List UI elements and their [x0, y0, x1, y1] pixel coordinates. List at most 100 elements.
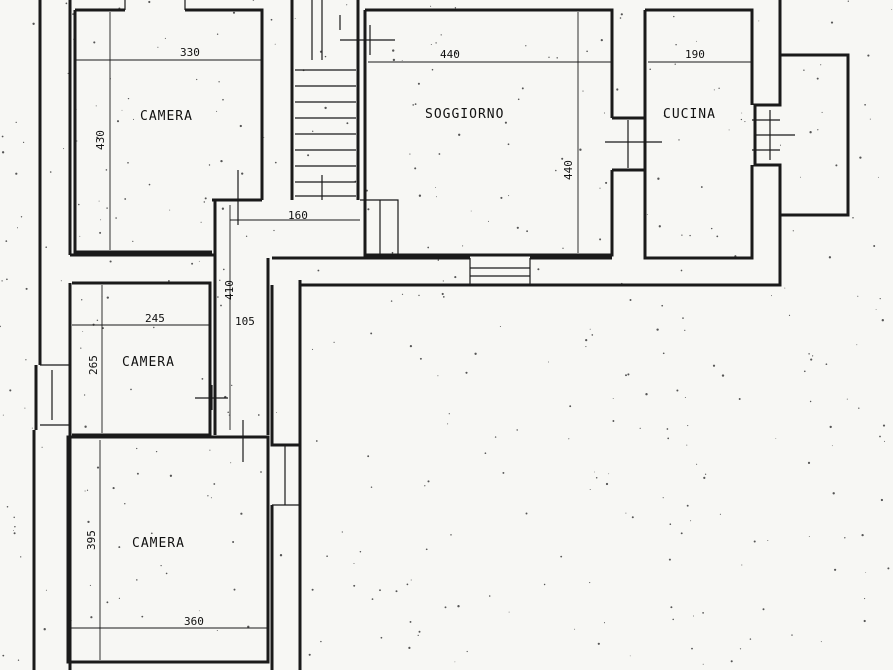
paper-speck [392, 58, 396, 62]
paper-speck [25, 287, 28, 290]
paper-speck [13, 532, 16, 535]
paper-speck [98, 200, 100, 202]
paper-speck [821, 111, 823, 113]
paper-speck [792, 230, 794, 232]
paper-speck [816, 77, 819, 80]
paper-speck [31, 427, 33, 429]
paper-speck [437, 259, 439, 261]
paper-speck [115, 217, 117, 219]
paper-speck [504, 121, 507, 124]
paper-speck [865, 572, 867, 573]
paper-speck [84, 425, 87, 428]
paper-speck [525, 45, 527, 47]
paper-speck [431, 68, 434, 71]
paper-speck [15, 121, 17, 124]
paper-speck [859, 156, 862, 159]
paper-speck [585, 339, 588, 342]
paper-speck [603, 112, 606, 114]
paper-speck [646, 213, 648, 215]
paper-speck [803, 69, 805, 71]
paper-speck [257, 414, 260, 416]
paper-speck [645, 393, 648, 396]
paper-speck [847, 0, 849, 2]
paper-speck [210, 497, 212, 499]
paper-speck [80, 347, 82, 349]
paper-speck [307, 154, 310, 157]
passage-kitchen [605, 116, 662, 172]
paper-speck [72, 13, 74, 15]
paper-speck [684, 396, 686, 399]
paper-speck [861, 533, 864, 537]
paper-speck [200, 221, 202, 223]
paper-speck [260, 471, 262, 473]
paper-speck [109, 260, 112, 263]
paper-speck [438, 153, 441, 155]
paper-speck [222, 268, 225, 271]
dim-camera-2-width: 245 [145, 312, 165, 325]
paper-speck [198, 260, 200, 262]
paper-speck [744, 121, 746, 123]
paper-speck [82, 331, 84, 332]
paper-speck [191, 262, 194, 265]
paper-speck [718, 87, 720, 89]
paper-speck [666, 428, 669, 430]
paper-speck [127, 161, 129, 164]
paper-speck [220, 304, 222, 307]
paper-speck [879, 298, 881, 300]
paper-speck [881, 319, 884, 322]
paper-speck [713, 89, 715, 91]
paper-speck [16, 227, 19, 229]
paper-speck [216, 110, 218, 112]
paper-speck [106, 296, 109, 299]
paper-speck [13, 516, 15, 519]
paper-speck [474, 352, 477, 355]
dim-soggiorno-height: 440 [562, 160, 575, 180]
paper-speck [424, 485, 426, 487]
paper-speck [401, 59, 403, 61]
paper-speck [719, 513, 721, 515]
paper-speck [605, 482, 609, 486]
paper-speck [863, 619, 866, 623]
paper-speck [833, 568, 837, 571]
paper-speck [543, 583, 546, 586]
paper-speck [409, 620, 412, 623]
paper-speck [508, 195, 510, 197]
paper-speck [762, 608, 765, 611]
paper-speck [444, 606, 447, 609]
paper-speck [105, 169, 108, 171]
paper-speck [67, 72, 69, 74]
paper-speck [887, 567, 890, 570]
paper-speck [219, 279, 221, 281]
room-label-camera-2: CAMERA [122, 355, 175, 370]
paper-speck [414, 167, 417, 170]
paper-speck [569, 405, 572, 408]
paper-speck [703, 476, 706, 479]
paper-speck [869, 118, 871, 120]
paper-speck [220, 159, 223, 163]
paper-speck [231, 384, 233, 387]
paper-speck [1, 280, 3, 282]
paper-speck [136, 472, 139, 475]
paper-speck [1, 135, 4, 138]
paper-speck [809, 131, 812, 134]
paper-speck [370, 332, 373, 335]
paper-speck [273, 229, 275, 232]
paper-speck [829, 425, 832, 429]
room-label-camera-1: CAMERA [140, 109, 193, 124]
paper-speck [427, 480, 430, 483]
paper-speck [228, 414, 230, 416]
paper-speck [508, 611, 510, 613]
paper-speck [704, 473, 707, 475]
paper-speck [830, 21, 834, 24]
paper-speck [168, 280, 170, 282]
paper-speck [810, 358, 813, 361]
dim-camera-3-width: 360 [184, 615, 204, 628]
paper-speck [458, 133, 461, 136]
paper-speck [367, 455, 370, 458]
paper-speck [160, 564, 162, 567]
paper-speck [409, 153, 411, 155]
paper-speck [409, 344, 413, 348]
paper-speck [662, 497, 664, 499]
room-soggiorno: 440 440 SOGGIORNO [340, 8, 614, 257]
paper-speck [672, 618, 674, 621]
